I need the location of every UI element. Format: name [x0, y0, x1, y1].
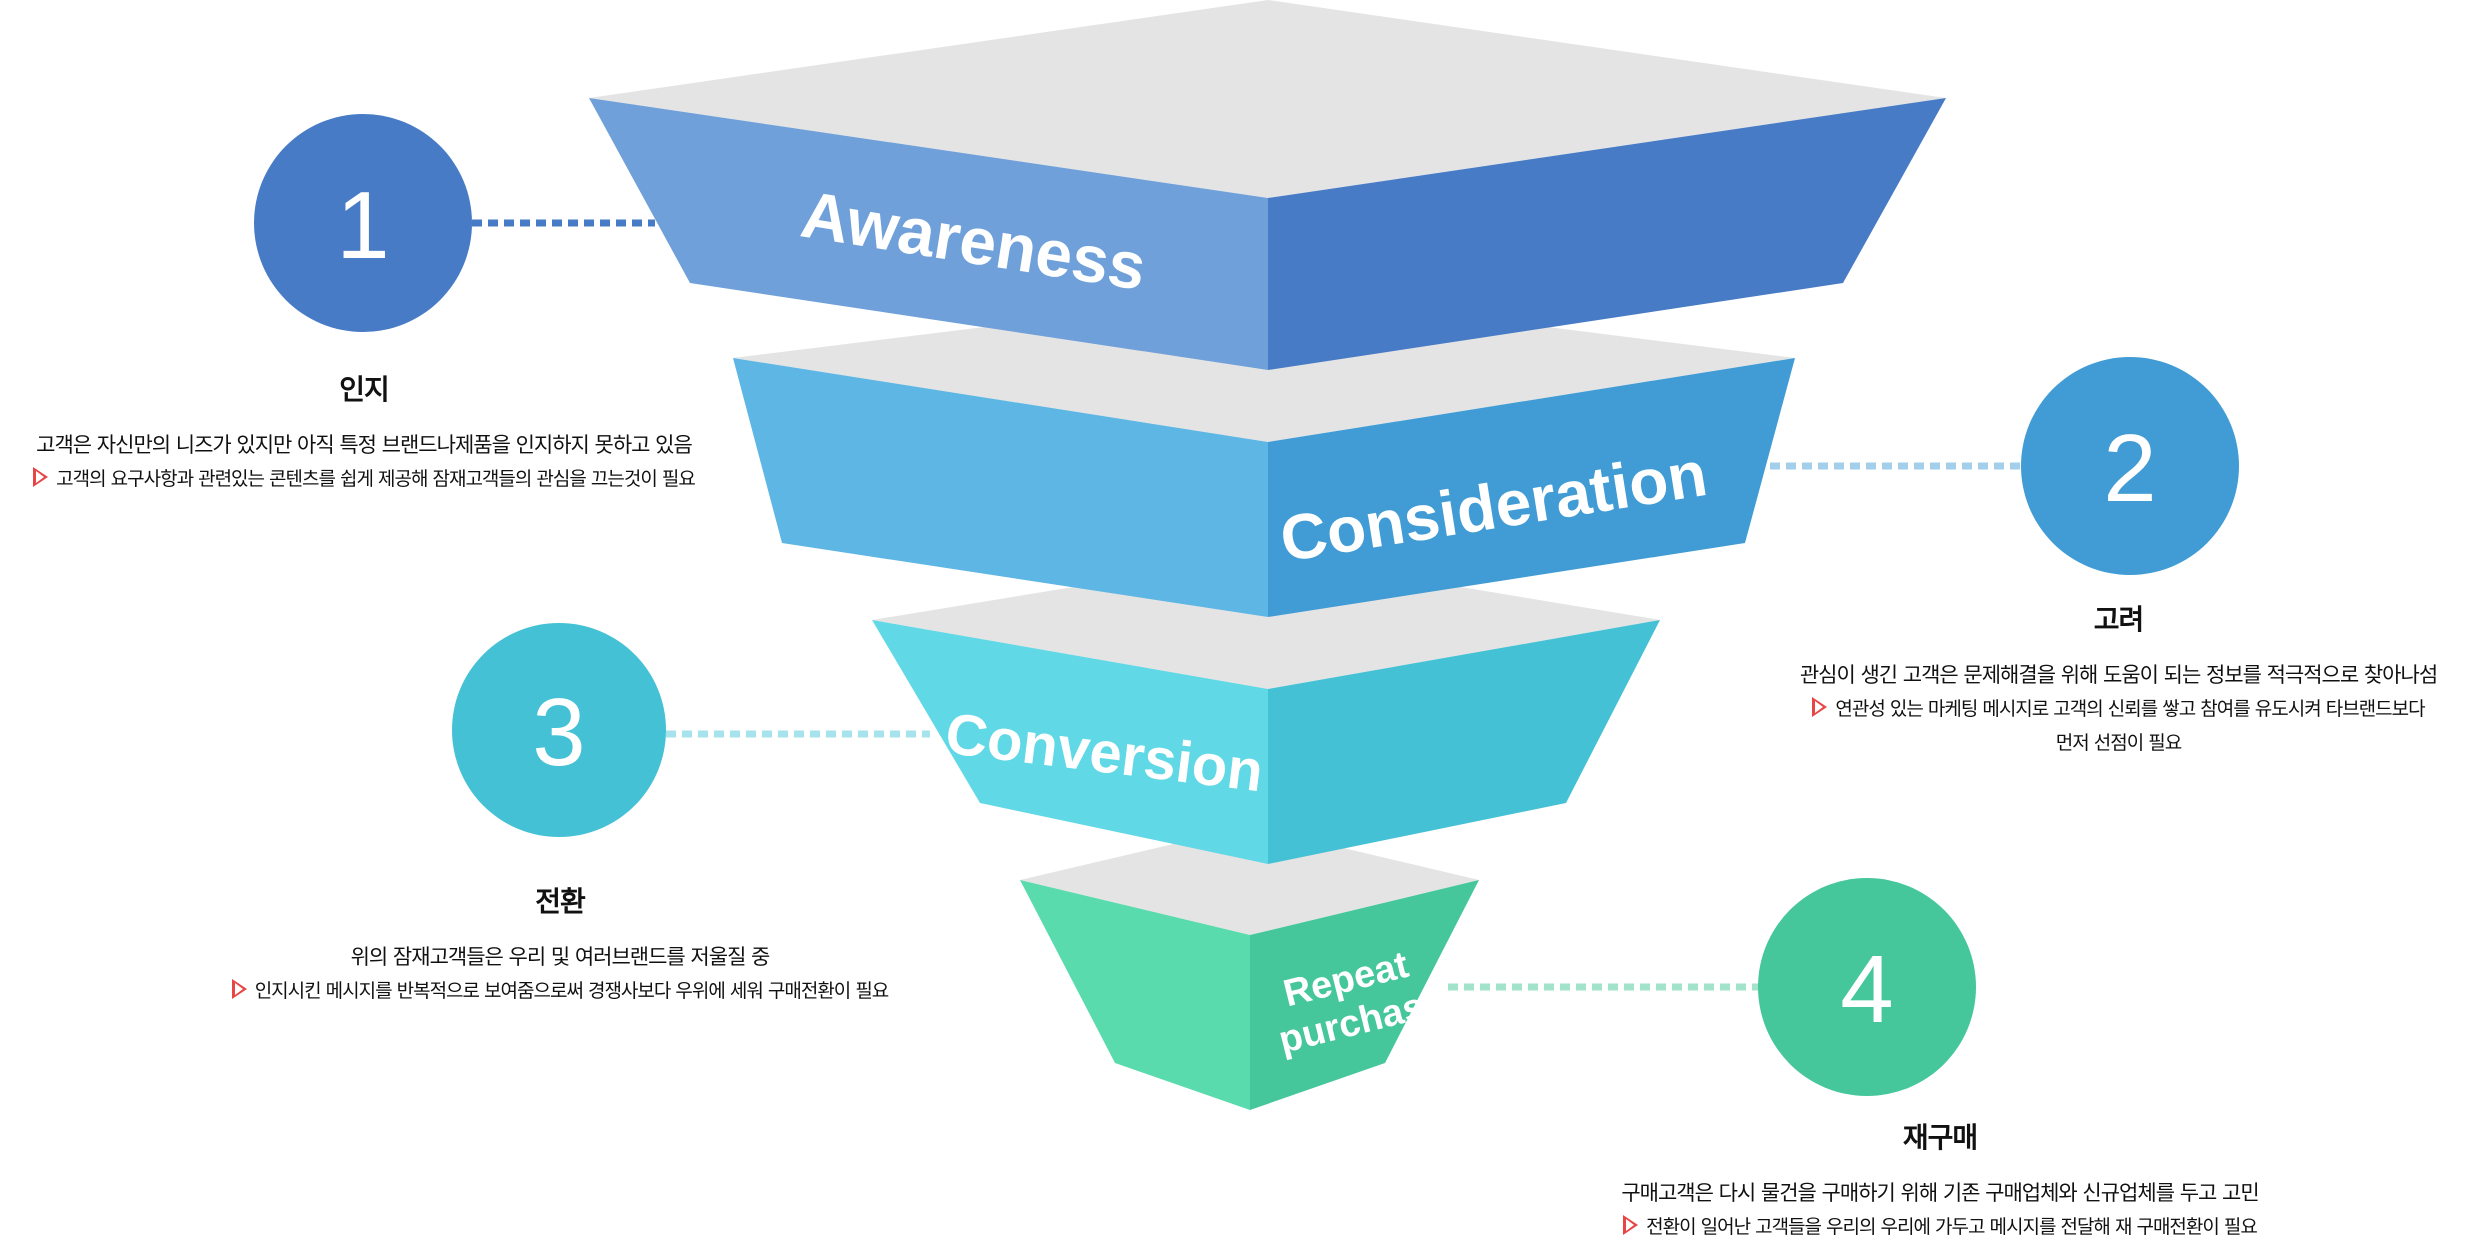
stage-2-description: 고려 관심이 생긴 고객은 문제해결을 위해 도움이 되는 정보를 적극적으로 …: [1755, 598, 2477, 760]
stage-2-title: 고려: [2093, 603, 2145, 636]
tier-3-left-face: [872, 620, 1268, 864]
stage-2-action-cont: 먼저 선점이 필요: [2055, 732, 2182, 754]
stage-1-title: 인지: [339, 373, 390, 406]
funnel-tier-repeat-purchase: Repeat purchase: [1020, 826, 1479, 1110]
tier-3-right-face: [1268, 620, 1660, 864]
step-circle-1: [254, 114, 472, 332]
tier-2-left-face: [733, 358, 1268, 617]
play-arrow-icon: [231, 979, 247, 999]
tier-1-right-face: [1268, 98, 1946, 370]
stage-4-description: 재구매 구매고객은 다시 물건을 구매하기 위해 기존 구매업체와 신규업체를 …: [1540, 1116, 2340, 1244]
step-number-4: 4: [1840, 936, 1893, 1043]
step-circle-2: [2021, 357, 2239, 575]
step-number-3: 3: [532, 679, 585, 786]
stage-4-action: 전환이 일어난 고객들을 우리의 우리에 가두고 메시지를 전달해 재 구매전환…: [1540, 1210, 2340, 1244]
tier-4-top-face: [1020, 826, 1479, 935]
stage-3-action: 인지시킨 메시지를 반복적으로 보여줌으로써 경쟁사보다 우위에 세워 구매전환…: [190, 974, 930, 1008]
stage-1-description: 인지 고객은 자신만의 니즈가 있지만 아직 특정 브랜드나제품을 인지하지 못…: [0, 368, 728, 496]
stage-3-description: 전환 위의 잠재고객들은 우리 및 여러브랜드를 저울질 중 인지시킨 메시지를…: [190, 880, 930, 1008]
play-arrow-icon: [1623, 1215, 1639, 1235]
stage-2-summary: 관심이 생긴 고객은 문제해결을 위해 도움이 되는 정보를 적극적으로 찾아나…: [1799, 663, 2438, 687]
stage-3-summary: 위의 잠재고객들은 우리 및 여러브랜드를 저울질 중: [350, 945, 771, 969]
stage-1-action: 고객의 요구사항과 관련있는 콘텐츠를 쉽게 제공해 잠재고객들의 관심을 끄는…: [0, 462, 728, 496]
tier-1-left-face: [589, 98, 1268, 370]
tier-3-top-face: [872, 555, 1660, 689]
stage-3-title: 전환: [535, 885, 586, 918]
step-badge-3: 3: [452, 623, 666, 837]
step-badge-1: 1: [254, 114, 472, 332]
step-number-2: 2: [2103, 415, 2156, 522]
play-arrow-icon: [1812, 697, 1828, 717]
play-arrow-icon: [33, 467, 49, 487]
stage-4-title: 재구매: [1902, 1121, 1978, 1154]
step-number-1: 1: [336, 172, 389, 279]
step-badge-4: 4: [1758, 878, 1976, 1096]
tier-1-top-face: [589, 0, 1946, 198]
stage-4-summary: 구매고객은 다시 물건을 구매하기 위해 기존 구매업체와 신규업체를 두고 고…: [1621, 1181, 2259, 1205]
tier-4-left-face: [1020, 880, 1250, 1110]
stage-1-summary: 고객은 자신만의 니즈가 있지만 아직 특정 브랜드나제품을 인지하지 못하고 …: [36, 433, 693, 457]
stage-2-action: 연관성 있는 마케팅 메시지로 고객의 신뢰를 쌓고 참여를 유도시켜 타브랜드…: [1755, 692, 2477, 726]
tier-4-right-face: [1250, 880, 1479, 1110]
step-circle-4: [1758, 878, 1976, 1096]
step-circle-3: [452, 623, 666, 837]
funnel-tier-conversion: Conversion: [872, 555, 1660, 864]
funnel-tier-awareness: Awareness: [589, 0, 1946, 370]
tier-2-right-face: [1268, 358, 1795, 617]
step-badge-2: 2: [2021, 357, 2239, 575]
